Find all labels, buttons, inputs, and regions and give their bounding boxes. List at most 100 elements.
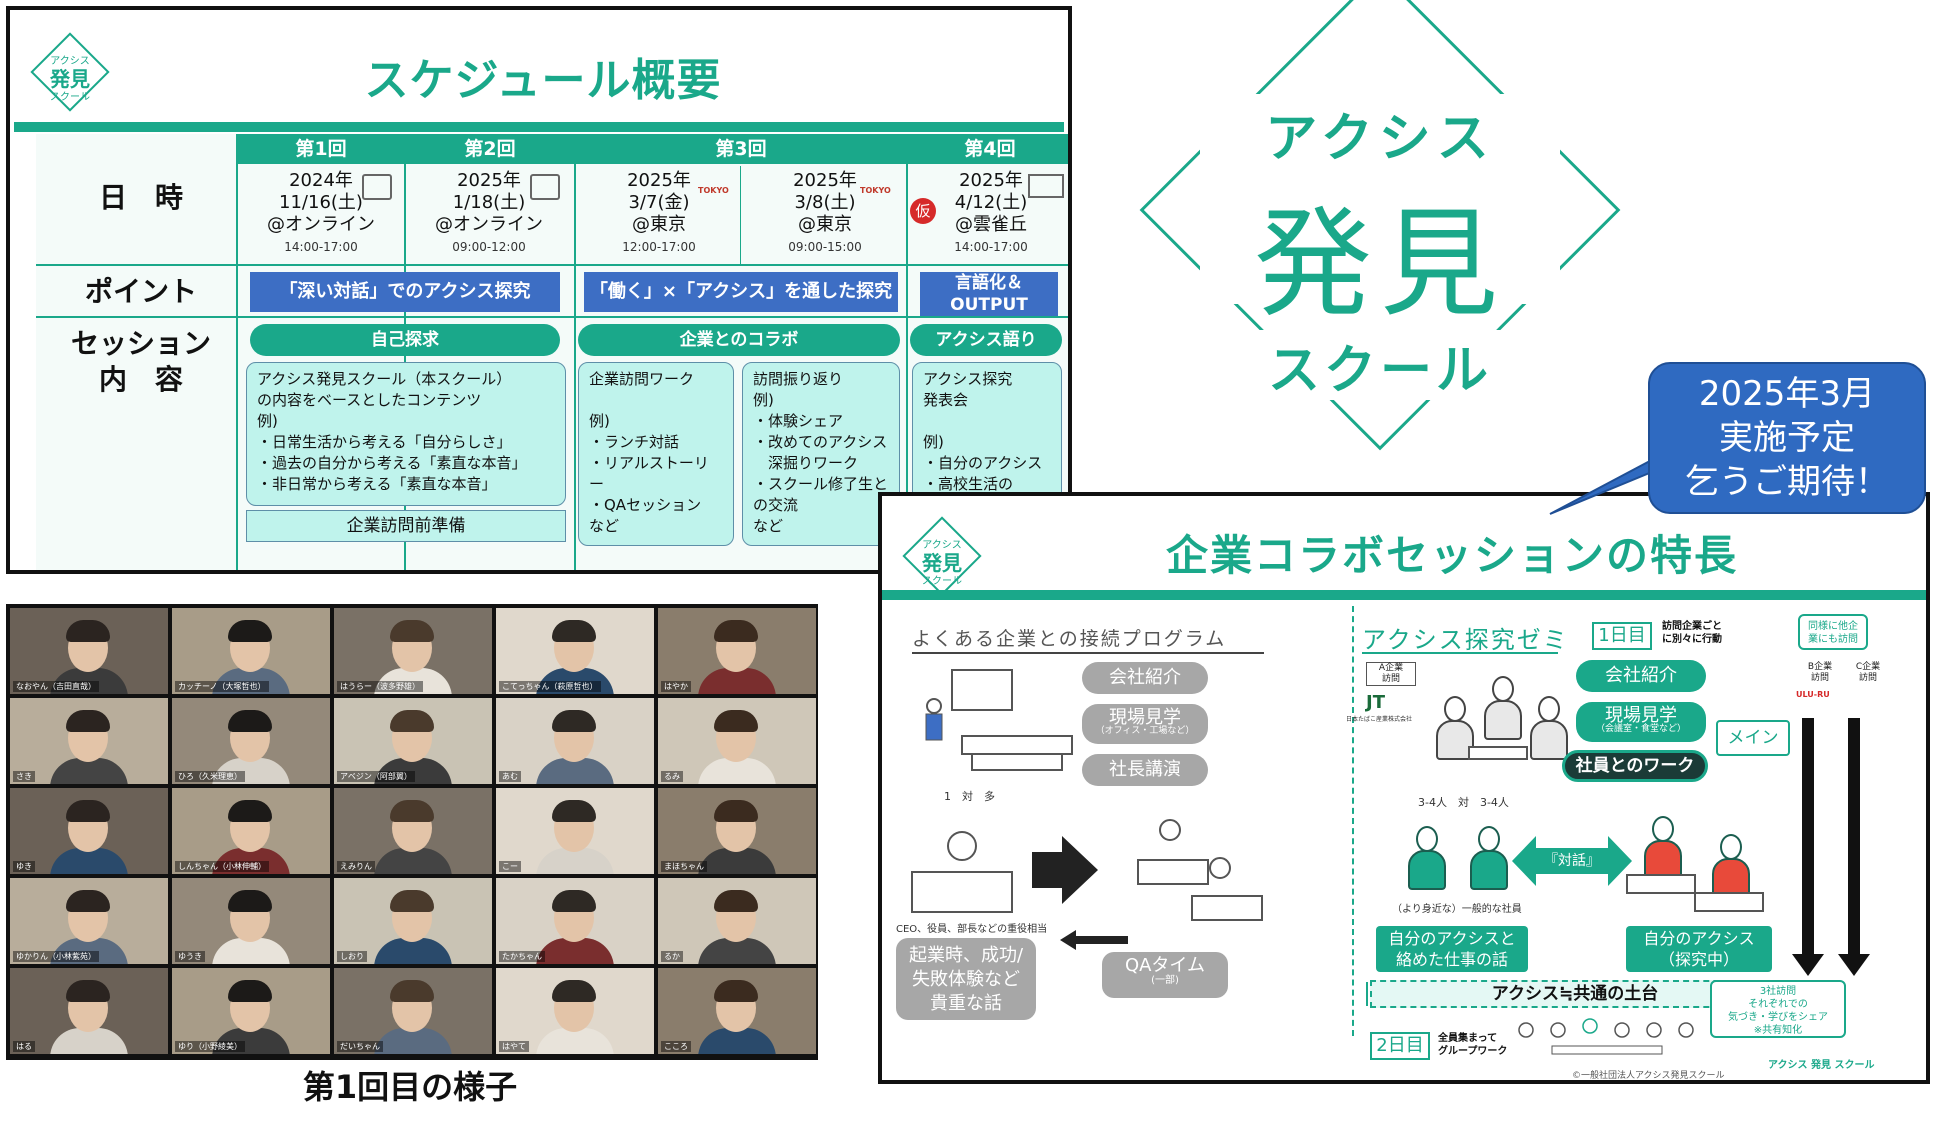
participant-body	[536, 668, 614, 694]
student-head	[1159, 819, 1181, 841]
date-time: 09:00-12:00	[452, 240, 526, 254]
torso	[1470, 850, 1508, 890]
head	[1720, 834, 1742, 860]
callout-line2: 実施予定	[1719, 418, 1855, 458]
box-line: 例)	[257, 412, 278, 430]
participant-hair	[552, 710, 596, 732]
col-header-4: 第4回	[908, 134, 1068, 164]
participant-hair	[714, 800, 758, 822]
participant-body	[536, 938, 614, 964]
box-line: 自分のアクシスと	[1388, 929, 1516, 948]
participant-hair	[66, 980, 110, 1002]
participant-body	[698, 938, 776, 964]
date-year: 2025年	[457, 170, 521, 191]
label-line: 訪問	[1381, 674, 1400, 684]
head	[1444, 696, 1466, 722]
participant-body	[698, 668, 776, 694]
torso	[1712, 858, 1750, 898]
date-day: 1/18(土)	[452, 192, 526, 213]
tokyo-tower-icon: TOKYO	[698, 186, 729, 195]
participant-hair	[714, 620, 758, 642]
date-day: 3/7(金)	[628, 192, 690, 213]
left-heading-line	[912, 652, 1264, 654]
participant-video-tile: はうらー（波多野雄）	[334, 608, 492, 694]
participant-body	[212, 848, 290, 874]
box-line	[923, 411, 1051, 432]
figure-head	[1550, 1022, 1566, 1038]
box-line: ・自分のアクシス	[923, 454, 1043, 472]
day1-note: 訪問企業ごと に別々に行動	[1662, 620, 1722, 646]
pill-label: 現場見学	[1109, 707, 1181, 728]
day2-tag: 2日目	[1370, 1032, 1430, 1060]
main-tag: メイン	[1716, 720, 1790, 756]
arrow-head-b	[1792, 954, 1824, 976]
box-line: 絡めた仕事の話	[1395, 950, 1508, 969]
collab-panel: アクシス 発見 スクール 企業コラボセッションの特長 よくある企業との接続プログ…	[878, 492, 1930, 1084]
date-cell-1: 2024年 11/16(土) @オンライン 14:00-17:00	[246, 170, 396, 258]
participant-name: まほちゃん	[661, 861, 707, 872]
participant-video-tile: ゆうき	[172, 878, 330, 964]
date-day: 4/12(土)	[954, 192, 1028, 213]
prep-box: 企業訪問前準備	[246, 510, 566, 542]
school-logo: アクシス 発見 スクール	[30, 32, 110, 112]
participant-video-tile: アベジン（阿部翼）	[334, 698, 492, 784]
participant-name: るみ	[661, 771, 683, 782]
qa-box: QAタイム (一部)	[1102, 952, 1228, 998]
participant-hair	[66, 620, 110, 642]
note-line: それぞれでの	[1748, 999, 1808, 1010]
box-line: アクシス発見スクール（本スクール）	[257, 370, 512, 388]
session-box-visit: 企業訪問ワーク 例) ・ランチ対話 ・リアルストーリー ・QAセッション など	[578, 362, 734, 546]
meeting-table	[1468, 746, 1528, 760]
box-line: 例)	[923, 433, 944, 451]
ulu-ru-logo: ULU-RU	[1796, 690, 1830, 699]
title-underline	[882, 590, 1926, 600]
tentative-badge: 仮	[910, 198, 936, 224]
grid-line	[740, 166, 741, 266]
box-line: など	[589, 517, 620, 535]
participant-name: えみりん	[337, 861, 375, 872]
participant-name: こてっちゃん（萩原哲也）	[499, 681, 601, 692]
group-work-illustration	[1518, 1018, 1694, 1055]
participant-name: ゆかりん（小林紫苑）	[13, 951, 99, 962]
video-call-grid: なおやん（吉田直哉）カッチーノ（大塚哲也）はうらー（波多野雄）こてっちゃん（萩原…	[6, 604, 818, 1060]
student-desk	[1694, 892, 1764, 912]
day2-note: 全員集まって グループワーク	[1438, 1032, 1507, 1058]
session-box-self: アクシス発見スクール（本スクール） の内容をベースとしたコンテンツ 例) ・日常…	[246, 362, 566, 506]
participant-name: だいちゃん	[337, 1041, 383, 1052]
box-line: ・改めてのアクシス	[753, 433, 888, 451]
participant-hair	[714, 890, 758, 912]
jt-logo: JT	[1366, 692, 1385, 713]
right-arrow	[1032, 836, 1098, 904]
participant-name: しんちゃん（小林伸輔）	[175, 861, 269, 872]
date-cell-4: 2025年 3/8(土) @東京 09:00-15:00	[750, 170, 900, 258]
participant-video-tile: たかちゃん	[496, 878, 654, 964]
left-arrow	[1060, 930, 1128, 950]
box-line: ・非日常から考える「素直な本音」	[257, 475, 497, 493]
session-pill-talk: アクシス語り	[910, 324, 1062, 356]
desk	[961, 735, 1073, 755]
participant-body	[50, 938, 128, 964]
head	[1652, 816, 1674, 842]
arrow-head-shape	[1792, 954, 1824, 976]
point-3-line1: 言語化＆	[955, 273, 1023, 293]
qa-sub: (一部)	[1151, 975, 1179, 986]
participant-hair	[66, 710, 110, 732]
copyright: ©一般社団法人アクシス発見スクール	[1572, 1071, 1725, 1081]
grid-line	[574, 134, 576, 570]
participant-body	[536, 1028, 614, 1054]
participant-video-tile: しんちゃん（小林伸輔）	[172, 788, 330, 874]
participant-video-tile: るみ	[658, 698, 816, 784]
participant-body	[536, 848, 614, 874]
box-line: ・体験シェア	[753, 412, 844, 430]
participant-video-tile: こー	[496, 788, 654, 874]
participant-hair	[66, 890, 110, 912]
logo-line1: アクシス	[50, 56, 90, 67]
session-box-review: 訪問振り返り 例) ・体験シェア ・改めてのアクシス 深掘りワーク ・スクール修…	[742, 362, 900, 546]
big-logo-line1: アクシス	[1265, 109, 1495, 169]
participant-video-tile: あむ	[496, 698, 654, 784]
date-year: 2025年	[793, 170, 857, 191]
employee-label: （より身近な）一般的な社員	[1392, 904, 1522, 915]
podium	[911, 871, 1013, 913]
participant-name: ゆり（小野綾美）	[175, 1041, 245, 1052]
box-line: アクシス探究	[923, 370, 1013, 388]
